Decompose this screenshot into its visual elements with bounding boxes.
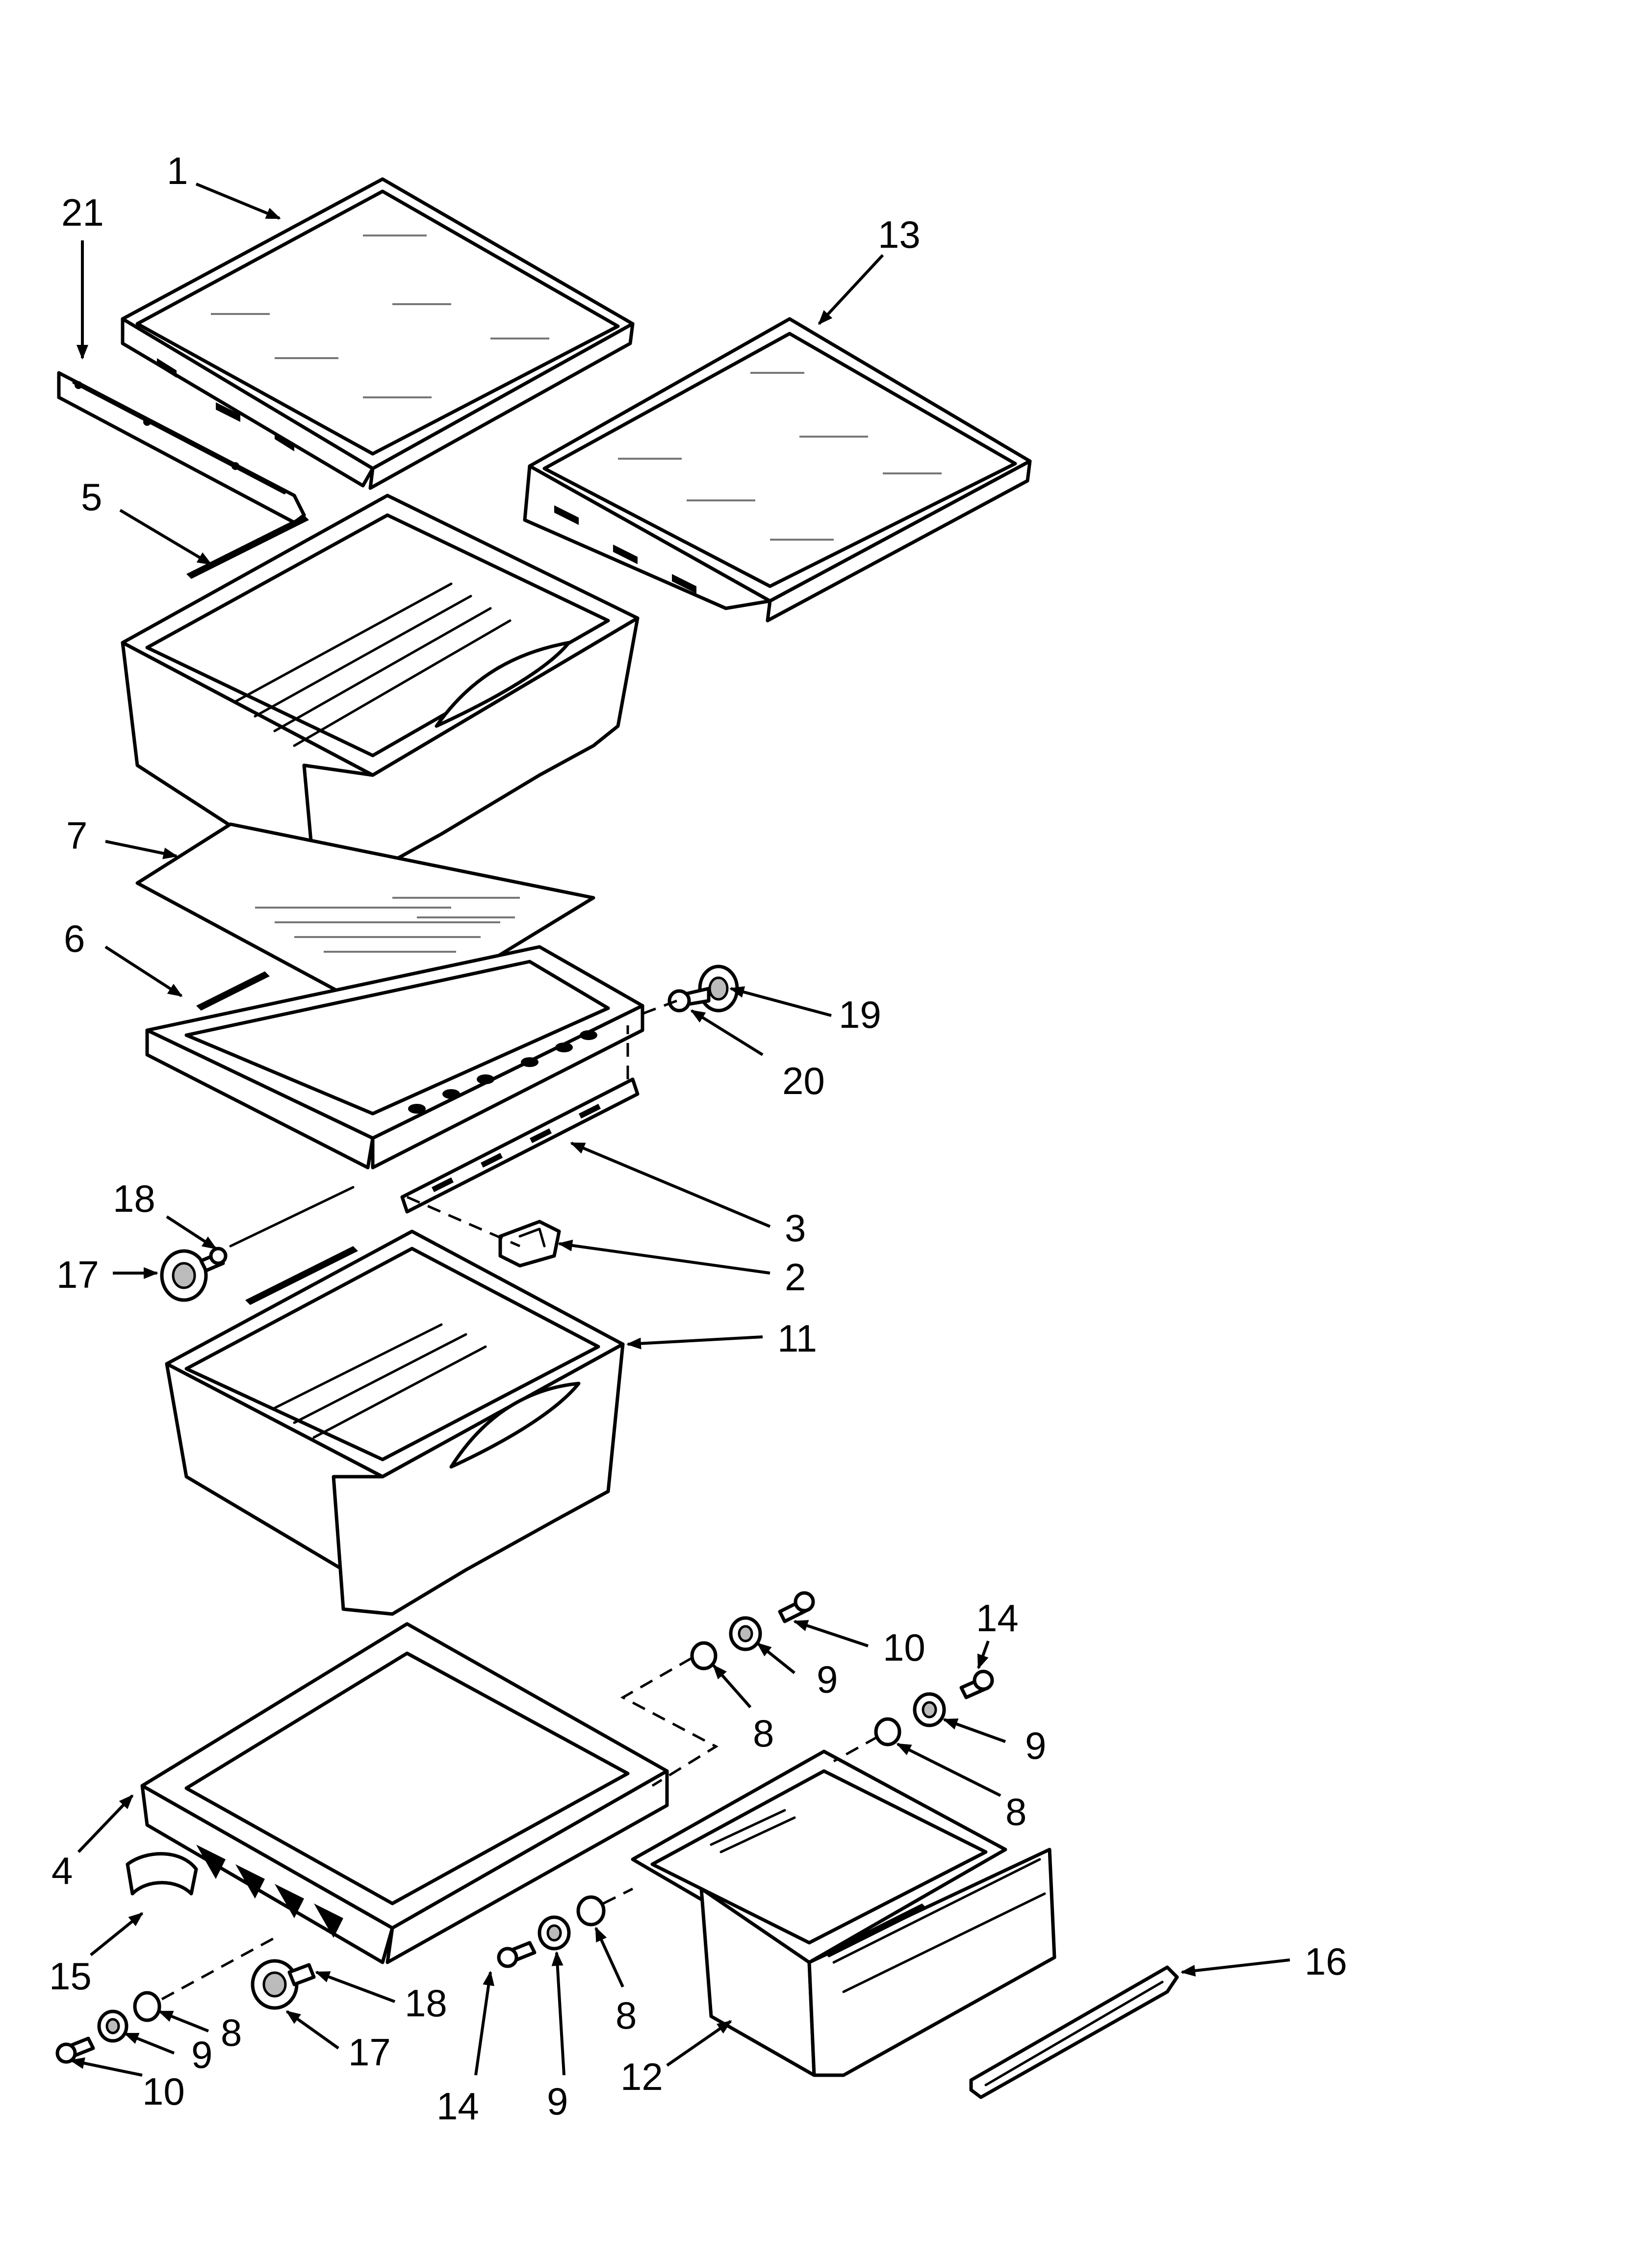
callout-labels: 1 21 13 5 7 6 19 20 3 18 17 2 11 10 14 9… — [49, 149, 1347, 2128]
callout-9-lower-middle: 9 — [547, 2080, 568, 2123]
crisper-cover-part-6 — [145, 945, 644, 1170]
callout-9-lower-left: 9 — [191, 2033, 212, 2076]
crisper-drawer-part-11 — [165, 1229, 625, 1616]
assembly-lines — [161, 999, 879, 2001]
callout-21: 21 — [61, 191, 104, 234]
callout-14-upper: 14 — [976, 1596, 1019, 1640]
callout-16: 16 — [1305, 1940, 1347, 1983]
cover-bracket-part-3 — [400, 1077, 640, 1214]
drawer-trim-part-16 — [969, 1965, 1179, 2099]
callout-20: 20 — [782, 1059, 825, 1102]
callout-8-lower-left: 8 — [221, 2011, 242, 2054]
callout-8-lower-middle: 8 — [616, 1994, 637, 2037]
washer-part-9-lower-left — [97, 2009, 128, 2043]
callout-5: 5 — [81, 475, 102, 519]
screw-part-10-upper-right — [778, 1591, 815, 1623]
screw-part-18-upper — [199, 1247, 228, 1273]
callout-4: 4 — [51, 1849, 73, 1892]
callout-14-lower: 14 — [436, 2085, 479, 2128]
spacer-part-8-lower-middle — [576, 1895, 606, 1927]
roller-part-17-lower — [251, 1959, 299, 2010]
callout-11: 11 — [777, 1317, 817, 1360]
callout-9-upper-right: 9 — [817, 1658, 838, 1701]
screw-part-18-lower — [287, 1963, 316, 1986]
callout-15: 15 — [49, 1955, 92, 1998]
screw-part-10-lower-left — [55, 2036, 95, 2064]
callout-8-upper-right: 8 — [753, 1712, 774, 1755]
callout-18-lower: 18 — [405, 1981, 447, 2025]
glass-shelf-part-1 — [121, 177, 635, 490]
callout-1: 1 — [167, 149, 188, 192]
callout-10-lower-left: 10 — [142, 2070, 185, 2113]
screw-part-14-upper — [959, 1669, 994, 1699]
callout-17-lower: 17 — [348, 2031, 391, 2074]
spacer-part-8-lower-left — [133, 1991, 161, 2022]
screw-part-20 — [667, 987, 711, 1013]
callout-17-upper: 17 — [56, 1253, 99, 1296]
clip-part-2 — [498, 1220, 561, 1268]
cover-frame-part-4 — [140, 1622, 669, 1964]
roller-part-17-upper — [160, 1249, 208, 1302]
callout-2: 2 — [785, 1255, 806, 1299]
washer-part-9-lower-middle — [538, 1915, 571, 1951]
callout-19: 19 — [839, 993, 881, 1036]
glass-insert-part-7 — [135, 822, 595, 1022]
callout-6: 6 — [64, 917, 85, 960]
end-cap-part-15 — [126, 1852, 198, 1896]
callout-12: 12 — [620, 2055, 663, 2098]
spacer-part-8-right — [874, 1717, 901, 1747]
washer-part-9-right — [913, 1692, 946, 1727]
callout-8-right: 8 — [1005, 1790, 1026, 1833]
callout-9-right: 9 — [1025, 1724, 1046, 1767]
callout-7: 7 — [66, 814, 87, 857]
crisper-drawer-part-5 — [121, 494, 640, 885]
leader-lines — [70, 182, 1290, 2077]
callout-18-upper: 18 — [113, 1177, 155, 1220]
washer-part-9-upper-right — [729, 1616, 762, 1651]
pan-drawer-part-12 — [631, 1749, 1056, 2077]
screw-part-14-lower — [497, 1941, 537, 1968]
glass-shelf-part-13 — [523, 317, 1032, 623]
callout-10-upper-right: 10 — [883, 1626, 925, 1669]
spacer-part-8-upper-right — [690, 1641, 718, 1670]
callout-3: 3 — [785, 1206, 806, 1250]
callout-13: 13 — [878, 213, 921, 256]
